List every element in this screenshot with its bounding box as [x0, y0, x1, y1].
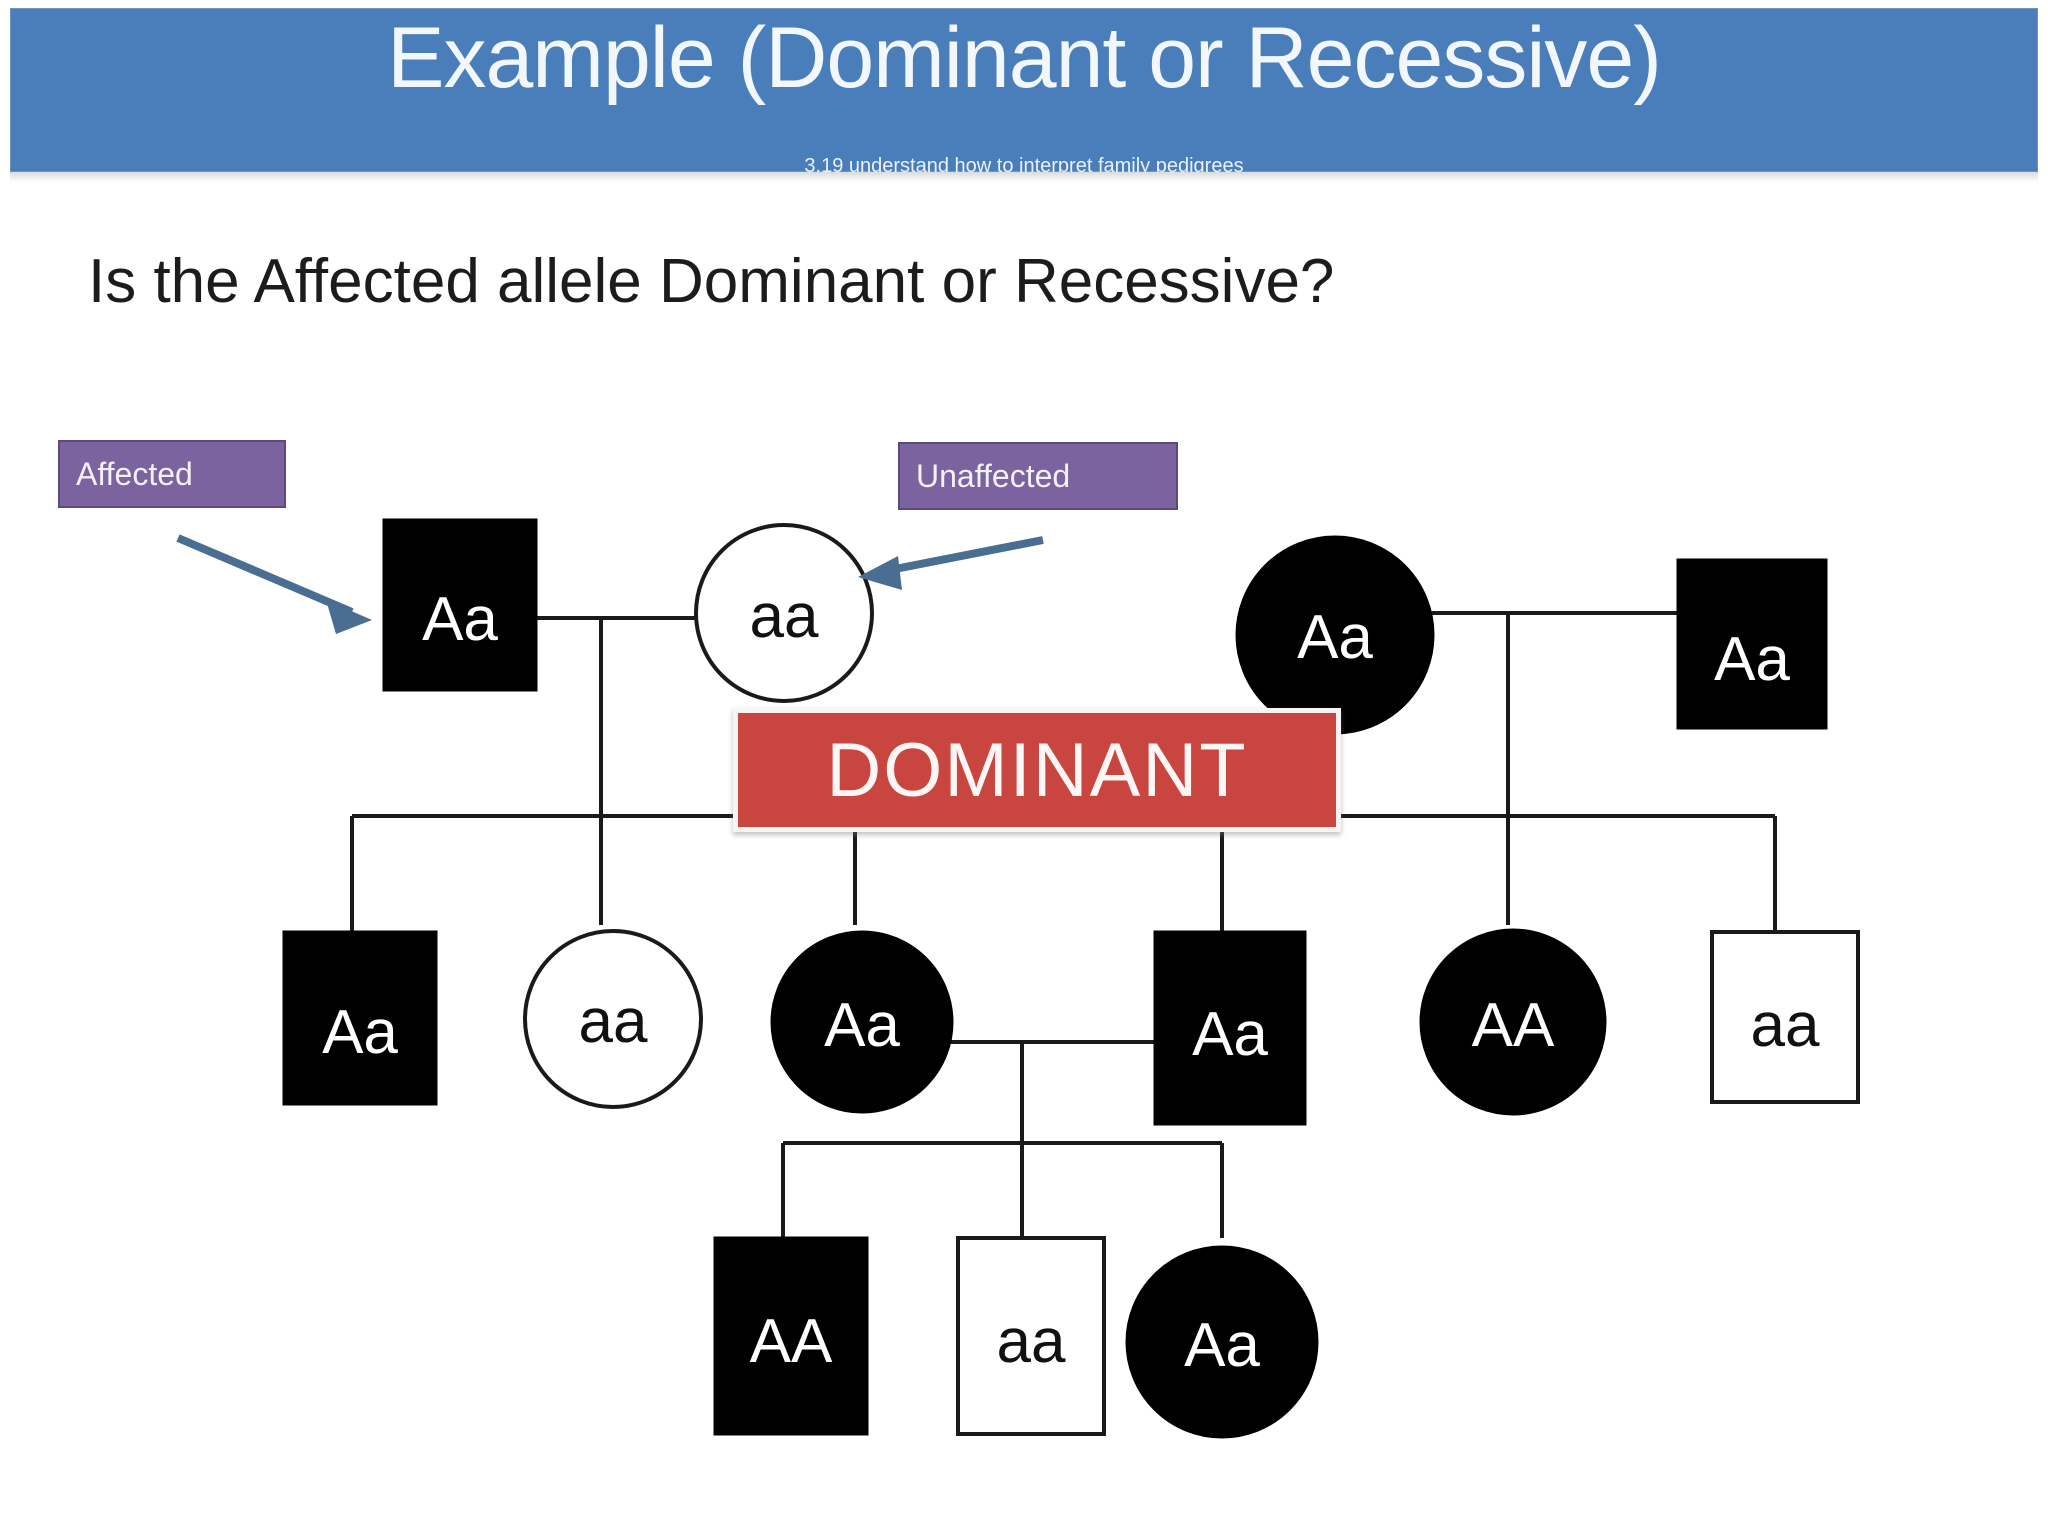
unaffected-callout-arrow-icon	[858, 536, 1044, 590]
pedigree-symbol-III-3[interactable]: Aa	[1125, 1245, 1319, 1439]
answer-banner: DOMINANT	[733, 708, 1341, 832]
genotype-label-II-4: Aa	[1192, 1000, 1268, 1069]
callout-unaffected: Unaffected	[898, 442, 1178, 510]
page-title: Example (Dominant or Recessive)	[387, 10, 1662, 106]
pedigree-symbol-II-1[interactable]: Aa	[282, 930, 438, 1106]
genotype-label-III-3: Aa	[1184, 1311, 1260, 1380]
question-text: Is the Affected allele Dominant or Reces…	[88, 247, 1335, 316]
pedigree-symbol-III-2[interactable]: aa	[956, 1236, 1106, 1436]
pedigree-symbol-II-3[interactable]: Aa	[770, 930, 954, 1114]
genotype-label-I-4: Aa	[1714, 625, 1790, 694]
callout-affected: Affected	[58, 440, 286, 508]
pedigree-symbol-I-4[interactable]: Aa	[1676, 558, 1828, 730]
answer-banner-label: DOMINANT	[826, 727, 1248, 813]
genotype-label-II-2: aa	[579, 987, 648, 1056]
genotype-label-I-3: Aa	[1297, 603, 1373, 672]
pedigree-symbol-I-2[interactable]: aa	[694, 523, 874, 703]
genotype-label-III-1: AA	[750, 1307, 833, 1376]
genotype-label-I-2: aa	[750, 582, 819, 651]
genotype-label-II-5: AA	[1472, 991, 1555, 1060]
callout-unaffected-label: Unaffected	[916, 457, 1071, 494]
pedigree-symbol-II-5[interactable]: AA	[1419, 928, 1607, 1116]
genotype-label-II-1: Aa	[322, 998, 398, 1067]
genotype-label-I-1: Aa	[422, 585, 498, 654]
pedigree-symbol-II-2[interactable]: aa	[523, 929, 703, 1109]
pedigree-symbol-I-3[interactable]: Aa	[1235, 535, 1435, 735]
pedigree-symbol-II-6[interactable]: aa	[1710, 930, 1860, 1104]
slide-subtitle: 3.19 understand how to interpret family …	[804, 155, 1244, 177]
genotype-label-II-6: aa	[1751, 991, 1820, 1060]
affected-callout-arrow-icon	[176, 534, 372, 634]
genotype-label-II-3: Aa	[824, 991, 900, 1060]
title-bar-divider	[10, 172, 2038, 182]
slide-title-bar: Example (Dominant or Recessive) 3.19 und…	[10, 8, 2038, 177]
pedigree-symbol-II-4[interactable]: Aa	[1153, 930, 1307, 1126]
pedigree-symbol-III-1[interactable]: AA	[713, 1236, 869, 1436]
genotype-label-III-2: aa	[997, 1307, 1066, 1376]
pedigree-symbol-I-1[interactable]: Aa	[382, 518, 538, 692]
callout-affected-label: Affected	[76, 455, 193, 492]
